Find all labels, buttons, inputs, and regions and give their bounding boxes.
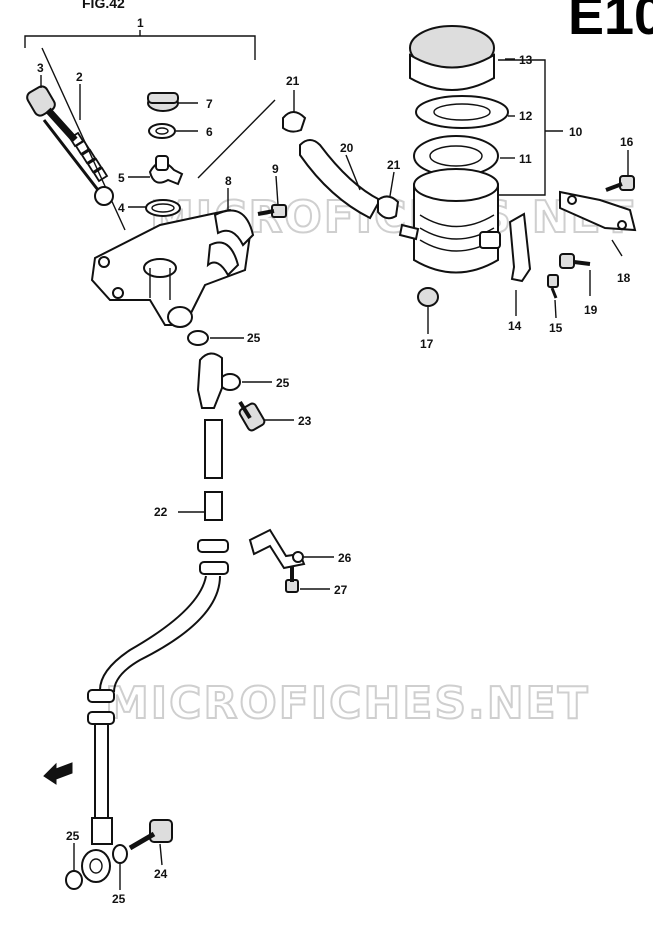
callout-20: 20 [340,141,354,155]
callout-18: 18 [617,271,631,285]
callout-24: 24 [154,867,168,881]
small-parts [145,92,184,217]
callout-25-upper: 25 [247,331,261,345]
callout-23: 23 [298,414,312,428]
piston-rod-part [26,85,114,206]
brake-hose [81,419,229,883]
callout-19: 19 [584,303,598,317]
watermark-bottom: MICROFICHES.NET [105,678,590,729]
callout-25-lower-left: 25 [66,829,80,843]
callout-13: 13 [519,53,533,67]
callout-22: 22 [154,505,168,519]
lower-banjo-bolt [65,819,173,890]
callout-8: 8 [225,174,232,188]
callout-2: 2 [76,70,83,84]
corner-text: E10 [568,0,653,46]
callout-26: 26 [338,551,352,565]
callout-7: 7 [206,97,213,111]
callout-25-middle: 25 [276,376,290,390]
reservoir-hose [282,111,400,220]
reservoir [398,25,509,274]
callout-5: 5 [118,171,125,185]
bolt-9 [257,204,287,218]
callout-4: 4 [118,201,125,215]
callout-21-top: 21 [286,74,300,88]
callout-14: 14 [508,319,522,333]
callout-15: 15 [549,321,563,335]
callout-27: 27 [334,583,348,597]
leader-lines [40,58,629,890]
mount-bracket-parts [417,175,637,307]
callout-17: 17 [420,337,434,351]
callout-labels: 1 2 3 4 5 6 7 8 9 10 11 12 13 14 15 16 1… [37,16,634,906]
callout-9: 9 [272,162,279,176]
hose-clip-parts [248,528,306,593]
callout-6: 6 [206,125,213,139]
callout-1: 1 [137,16,144,30]
master-cylinder-body [90,208,255,328]
front-arrow-icon [43,762,73,785]
callout-16: 16 [620,135,634,149]
figure-label: FIG.42 [82,0,125,11]
callout-12: 12 [519,109,533,123]
callout-10: 10 [569,125,583,139]
callout-25-lower-right: 25 [112,892,126,906]
callout-11: 11 [519,152,532,166]
upper-banjo [187,330,266,432]
callout-3: 3 [37,61,44,75]
callout-21-right: 21 [387,158,401,172]
